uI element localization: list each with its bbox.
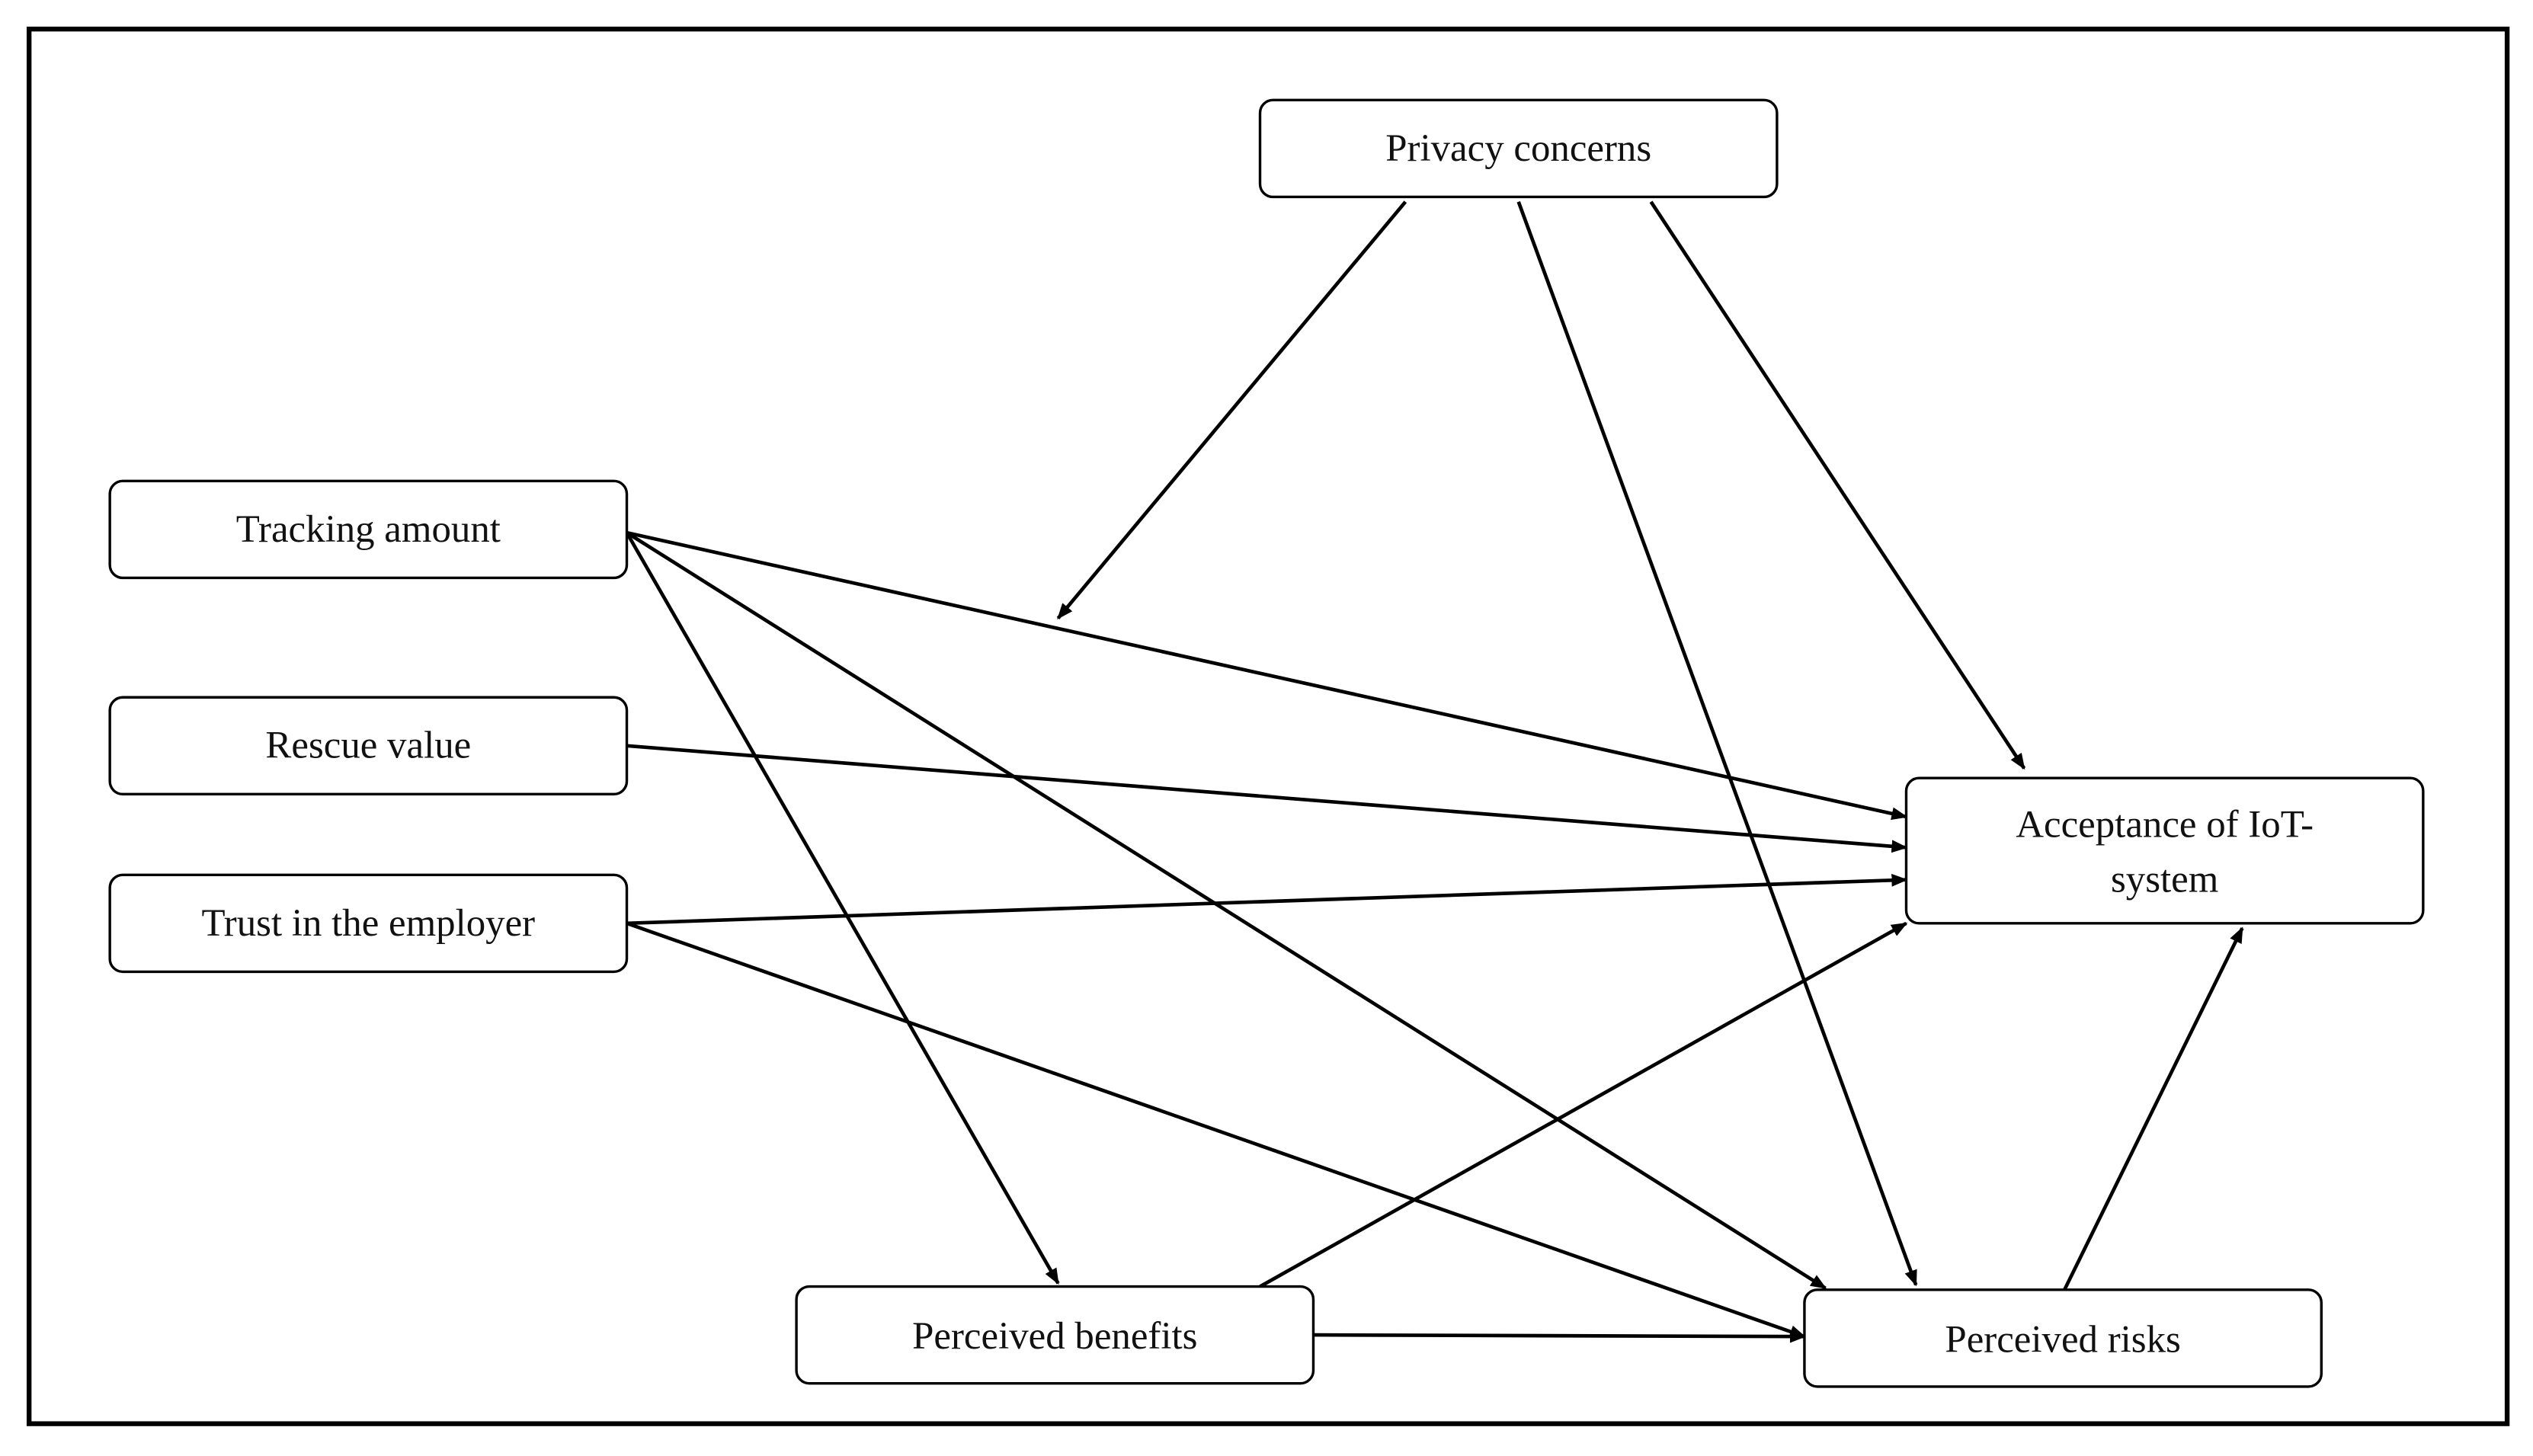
node-label: Perceived benefits — [912, 1315, 1197, 1358]
arrow-tracking-to-risks — [626, 531, 1827, 1290]
arrow-benefits-to-risks — [1313, 1330, 1807, 1343]
arrow-privacy-to-risks — [1516, 201, 1918, 1287]
node-acceptance-iot-system: Acceptance of IoT- system — [1904, 776, 2425, 925]
node-perceived-benefits: Perceived benefits — [795, 1285, 1315, 1385]
diagram-frame — [26, 26, 2510, 1426]
arrow-privacy-moderates-tracking-acceptance — [1056, 200, 1407, 620]
node-trust-in-employer: Trust in the employer — [108, 873, 629, 974]
arrow-risks-to-acceptance — [2063, 926, 2244, 1291]
arrow-trust-to-acceptance — [626, 873, 1908, 926]
node-label: Privacy concerns — [1385, 127, 1651, 170]
node-label: Rescue value — [265, 725, 471, 767]
node-label: Perceived risks — [1945, 1318, 2180, 1361]
arrow-tracking-to-benefits — [625, 531, 1060, 1285]
node-rescue-value: Rescue value — [108, 696, 629, 796]
node-label-line2: system — [2111, 859, 2218, 901]
node-label: Tracking amount — [236, 508, 501, 551]
node-privacy-concerns: Privacy concerns — [1258, 98, 1779, 199]
node-tracking-amount: Tracking amount — [108, 479, 629, 580]
node-label: Trust in the employer — [202, 902, 536, 945]
arrow-trust-to-risks — [626, 921, 1806, 1339]
arrow-privacy-to-acceptance — [1649, 200, 2026, 770]
arrow-rescue-to-acceptance — [626, 744, 1908, 853]
arrow-benefits-to-acceptance — [1259, 921, 1908, 1288]
arrow-tracking-to-acceptance — [626, 530, 1908, 821]
node-label-line1: Acceptance of IoT- — [2016, 804, 2314, 846]
node-perceived-risks: Perceived risks — [1803, 1288, 2323, 1388]
